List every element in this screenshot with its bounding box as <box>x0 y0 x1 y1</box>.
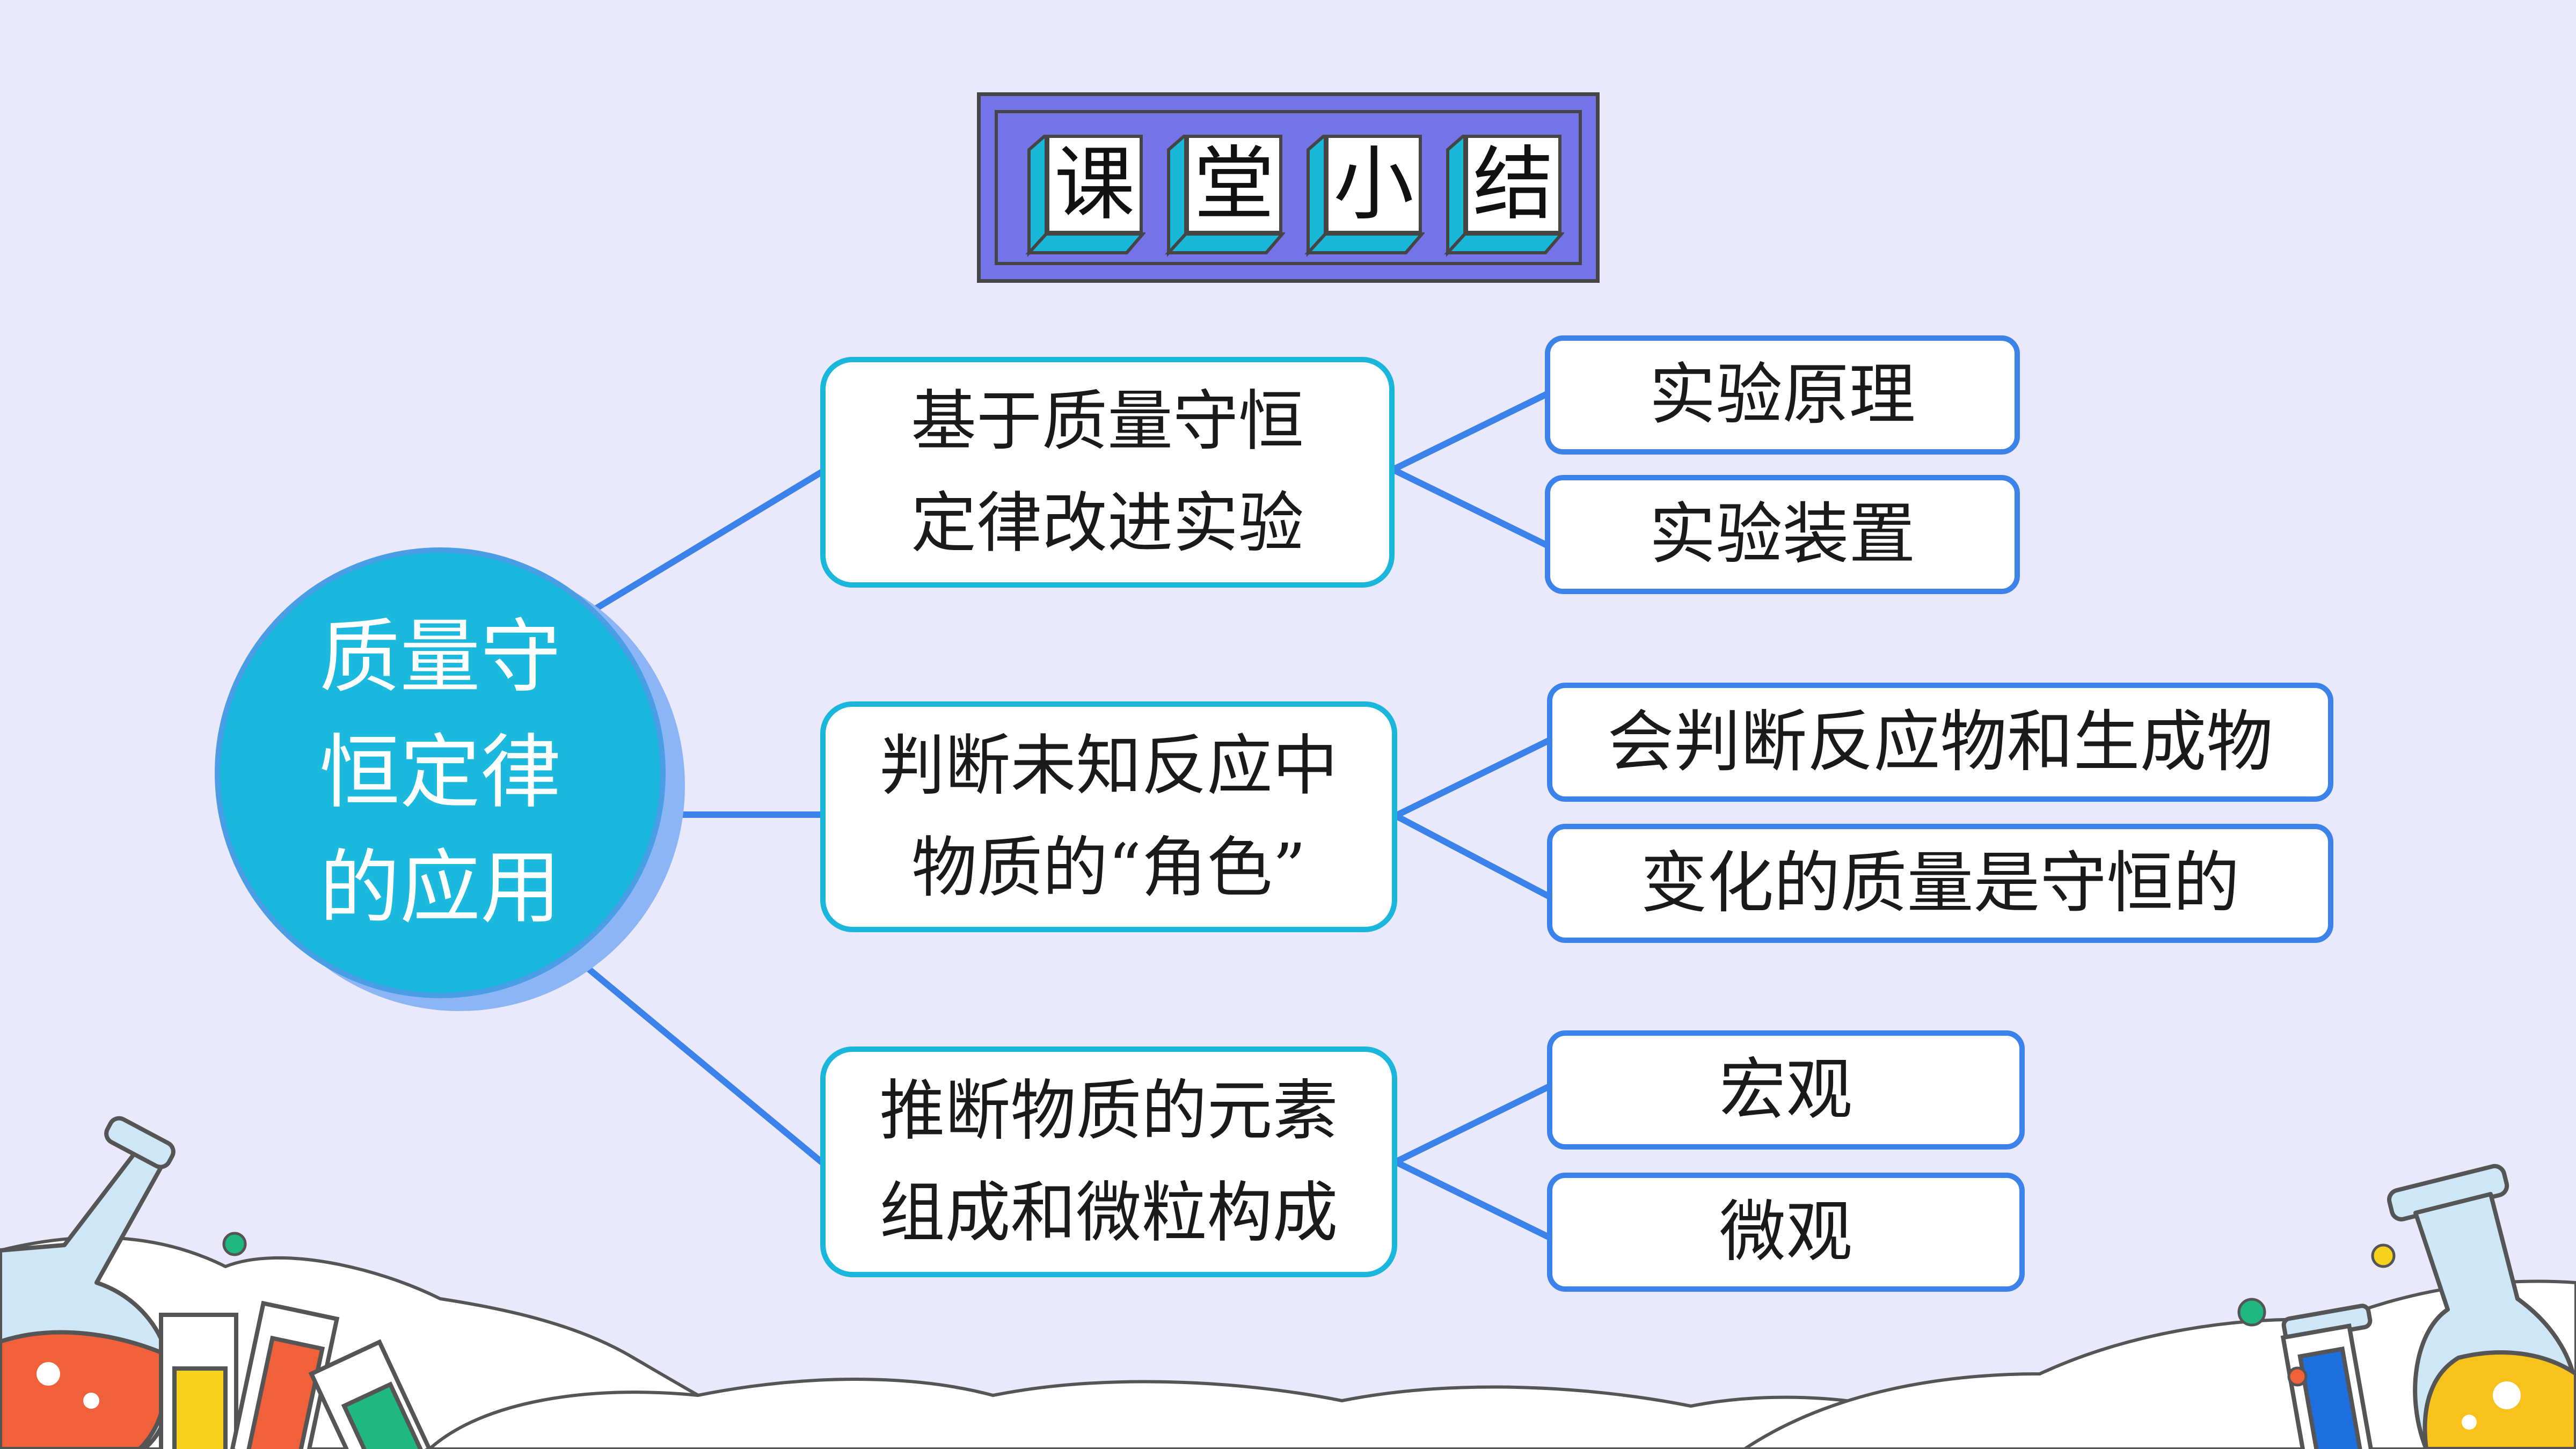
green-dot <box>222 1232 247 1256</box>
branch-2-line-2: 物质的“角色” <box>911 830 1306 906</box>
title-char-2: 堂 <box>1186 135 1282 234</box>
leaf-node-1-1: 实验原理 <box>1545 335 2020 455</box>
connectors <box>582 391 1552 1240</box>
connector-branch-3-leaf-1 <box>1392 1084 1552 1165</box>
branch-3-line-2: 组成和微粒构成 <box>879 1175 1338 1251</box>
center-line-3: 的应用 <box>319 841 561 935</box>
title-tile: 小 <box>1298 135 1425 264</box>
title-char-1: 课 <box>1046 135 1143 234</box>
tile-3d-sides <box>1025 135 1145 257</box>
connector-center-branch-1 <box>587 469 824 615</box>
leaf-node-3-1: 宏观 <box>1547 1030 2025 1150</box>
branch-node-2: 判断未知反应中 物质的“角色” <box>820 701 1397 932</box>
title-tile: 结 <box>1438 135 1564 264</box>
center-line-2: 恒定律 <box>319 726 561 819</box>
connector-branch-1-leaf-2 <box>1390 466 1549 548</box>
leaf-3-1-label: 宏观 <box>1719 1051 1852 1129</box>
branch-1-line-1: 基于质量守恒 <box>911 383 1304 459</box>
connector-branch-1-leaf-1 <box>1390 391 1549 473</box>
leaf-node-1-2: 实验装置 <box>1545 475 2020 594</box>
leaf-1-2-label: 实验装置 <box>1649 496 1916 573</box>
leaf-2-1-label: 会判断反应物和生成物 <box>1607 704 2273 781</box>
leaf-3-2-label: 微观 <box>1719 1194 1852 1271</box>
right-flask-icon <box>2387 1163 2576 1449</box>
test-tube-icon <box>159 1300 433 1449</box>
branch-2-line-1: 判断未知反应中 <box>879 728 1338 804</box>
branch-1-line-2: 定律改进实验 <box>911 485 1304 561</box>
cloud-bottom <box>427 1378 1989 1449</box>
leaf-2-2-label: 变化的质量是守恒的 <box>1640 845 2240 922</box>
connector-branch-3-leaf-2 <box>1392 1159 1552 1240</box>
title-tile: 堂 <box>1159 135 1285 264</box>
red-dot <box>2287 1366 2308 1387</box>
connector-branch-2-leaf-2 <box>1392 813 1552 899</box>
connector-center-branch-3 <box>582 963 824 1165</box>
center-line-1: 质量守 <box>319 610 561 704</box>
leaf-node-2-1: 会判断反应物和生成物 <box>1547 683 2333 802</box>
green-dot <box>2237 1298 2266 1327</box>
leaf-node-2-2: 变化的质量是守恒的 <box>1547 824 2333 943</box>
leaf-1-1-label: 实验原理 <box>1649 356 1916 434</box>
tile-3d-sides <box>1165 135 1285 257</box>
title-char-3: 小 <box>1325 135 1422 234</box>
title-char-4: 结 <box>1465 135 1561 234</box>
title-tile: 课 <box>1019 135 1145 264</box>
branch-node-3: 推断物质的元素 组成和微粒构成 <box>820 1046 1397 1277</box>
branch-3-line-1: 推断物质的元素 <box>879 1073 1338 1149</box>
center-node: 质量守 恒定律 的应用 <box>215 547 666 998</box>
title-banner: 课 堂 小 结 <box>977 92 1600 283</box>
leaf-node-3-2: 微观 <box>1547 1173 2025 1292</box>
branch-node-1: 基于质量守恒 定律改进实验 <box>820 357 1395 588</box>
connector-branch-2-leaf-1 <box>1392 737 1552 819</box>
yellow-dot <box>2371 1243 2396 1268</box>
title-banner-frame: 课 堂 小 结 <box>995 110 1582 265</box>
right-test-tube-icon <box>2280 1304 2376 1449</box>
